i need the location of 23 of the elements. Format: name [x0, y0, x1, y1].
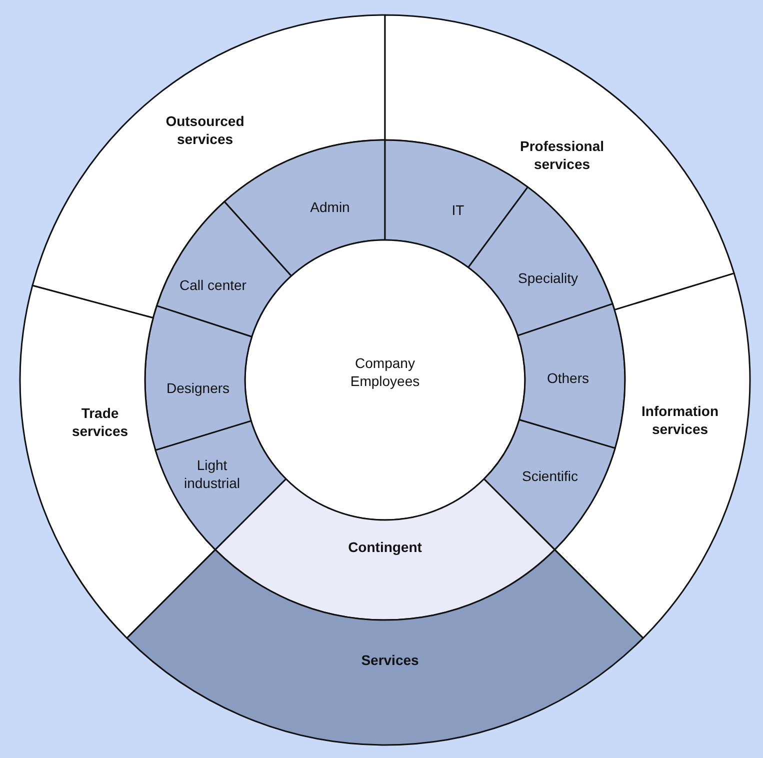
service-type-segment [467, 186, 614, 337]
segment-label: Outsourced services [164, 112, 246, 148]
service-type-segment [154, 419, 288, 551]
segment-label: Light industrial [182, 456, 242, 492]
segment-label: Professional services [518, 137, 606, 173]
segment-label: Information services [642, 402, 718, 438]
segment-label: Call center [180, 276, 246, 294]
segment-label: Speciality [518, 269, 578, 287]
service-type-segment [144, 304, 253, 452]
segment-label: Contingent [348, 538, 422, 556]
segment-label: Trade services [70, 404, 130, 440]
segment-label: IT [452, 201, 464, 219]
segment-label: Admin [310, 198, 350, 216]
service-category-segment [384, 14, 736, 311]
segment-label: Designers [166, 379, 230, 397]
segment-label: Company Employees [349, 354, 421, 390]
segment-label: Others [547, 369, 589, 387]
segment-label: Services [361, 651, 419, 669]
service-type-segment [516, 302, 626, 450]
segment-label: Scientific [522, 467, 578, 485]
service-category-segment [31, 14, 386, 319]
service-type-segment [155, 200, 293, 338]
service-type-segment [482, 418, 617, 551]
